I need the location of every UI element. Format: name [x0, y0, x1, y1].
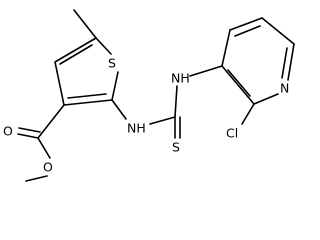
atom-labels: S NH S NH N Cl O O — [3, 56, 289, 175]
bond-py-c6-n — [287, 43, 295, 81]
atom-s-ring: S — [108, 56, 116, 71]
atom-nh-left: NH — [127, 121, 146, 136]
bonds — [17, 9, 295, 182]
atom-s-thio: S — [172, 140, 180, 155]
atom-cl: Cl — [226, 126, 238, 141]
bond-oester-methyl — [25, 175, 48, 182]
bond-cthio-nh — [174, 85, 178, 118]
molecule-canvas: S NH S NH N Cl O O — [3, 9, 295, 182]
bond-py-c2-c3-inner — [227, 69, 251, 97]
bond-ccarb-ocarbonyl — [17, 133, 39, 139]
bond-c5-s — [95, 37, 112, 55]
bond-c5-c4-inner — [59, 44, 93, 65]
bond-py-c3-c4 — [221, 29, 231, 67]
bond-c3-c2 — [63, 99, 113, 106]
bond-ccarb-oester — [37, 137, 51, 159]
atom-n-pyridine: N — [280, 81, 289, 96]
atom-nh-right: NH — [171, 71, 190, 86]
bond-ccarb-ocarbonyl-2 — [18, 127, 41, 133]
bond-nh-cthio — [149, 116, 176, 125]
structure-diagram: S NH S NH N Cl O O — [3, 9, 295, 182]
bond-methyl — [73, 9, 97, 39]
bond-py-c2-cl — [241, 103, 255, 125]
bond-s-c2 — [111, 71, 119, 101]
bond-c4-c3 — [54, 61, 65, 106]
bond-c2-nh — [111, 99, 127, 120]
bond-py-c4-c5-inner — [234, 25, 261, 37]
atom-o-carbonyl: O — [3, 124, 13, 139]
bond-c3-c2-inner — [67, 93, 107, 99]
bond-py-n-c2 — [253, 93, 279, 105]
bond-py-c6-n-inner — [281, 47, 288, 79]
atom-o-ester: O — [43, 160, 53, 175]
bond-c3-ccarb — [37, 104, 65, 139]
bond-c5-c4 — [54, 37, 97, 63]
bond-py-c2-c3 — [221, 65, 255, 105]
bond-py-c4-c5 — [229, 17, 263, 31]
bond-py-c5-c6 — [261, 17, 295, 45]
bond-nh-pyridine — [189, 65, 223, 77]
